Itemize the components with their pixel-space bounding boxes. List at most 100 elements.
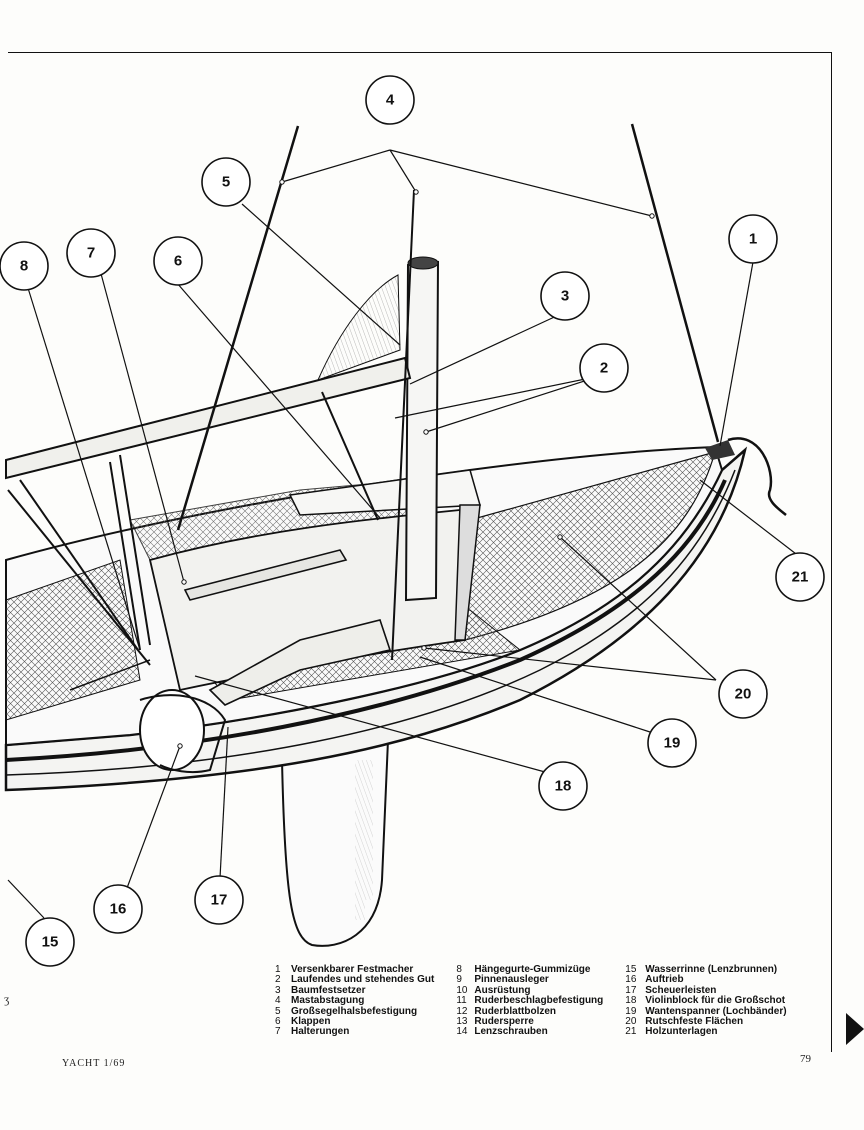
legend-item: 7 Halterungen <box>275 1026 434 1038</box>
legend-item-label: Hängegurte-Gummizüge <box>474 964 591 975</box>
legend-item: 10 Ausrüstung <box>456 984 603 996</box>
legend-item: 5 Großsegelhalsbefestigung <box>275 1005 434 1017</box>
legend-item: 3 Baumfestsetzer <box>275 984 434 996</box>
legend-item-label: Pinnenausleger <box>474 974 549 986</box>
legend-item-number: 15 <box>625 964 637 975</box>
legend-item-number: 12 <box>456 1005 468 1017</box>
legend-item: 12 Ruderblattbolzen <box>456 1005 603 1017</box>
callout-5: 5 <box>201 157 251 207</box>
legend-item-number: 21 <box>625 1026 637 1038</box>
svg-text:17: 17 <box>211 892 228 909</box>
frame-line-top <box>8 52 832 53</box>
hull-drawing <box>4 446 748 792</box>
legend-item-number: 3 <box>275 984 281 996</box>
svg-text:16: 16 <box>110 901 127 918</box>
legend-item-number: 5 <box>275 1005 281 1017</box>
legend-item-label: Mastabstagung <box>291 995 365 1007</box>
legend-item: 11 Ruderbeschlagbefestigung <box>456 995 604 1007</box>
svg-text:20: 20 <box>735 686 752 703</box>
callout-2: 2 <box>579 343 629 393</box>
legend-item-label: Rudersperre <box>474 1016 534 1028</box>
legend-item-label: Scheuerleisten <box>645 984 717 996</box>
legend-item-number: 6 <box>275 1016 281 1028</box>
footer-publication: YACHT 1/69 <box>62 1058 126 1069</box>
legend-item-label: Baumfestsetzer <box>291 984 366 996</box>
legend-item-label: Ruderblattbolzen <box>474 1005 557 1017</box>
legend-item-label: Ruderbeschlagbefestigung <box>474 995 604 1007</box>
deck-drawing <box>5 437 787 774</box>
boom-drawing <box>5 356 412 480</box>
svg-text:19: 19 <box>664 735 681 752</box>
legend-item-number: 19 <box>625 1005 637 1017</box>
legend-item-label: Ausrüstung <box>474 984 531 996</box>
svg-text:6: 6 <box>174 253 182 270</box>
legend-column: 1 Versenkbarer Festmacher 2 Laufendes und s… <box>275 964 435 1038</box>
callout-16: 16 <box>93 884 143 934</box>
rigging-drawing <box>7 123 720 691</box>
legend-item-label: Großsegelhalsbefestigung <box>291 1005 418 1017</box>
legend-item-number: 2 <box>275 974 281 986</box>
svg-text:18: 18 <box>555 778 572 795</box>
legend-item-number: 1 <box>275 964 281 975</box>
callout-8: 8 <box>0 241 49 291</box>
legend-item-number: 9 <box>456 974 462 986</box>
callout-3: 3 <box>540 271 590 321</box>
legend-item: 2 Laufendes und stehendes Gut <box>275 974 435 986</box>
legend-item: 9 Pinnenausleger <box>456 974 603 986</box>
edge-marker-arrow <box>846 1013 864 1045</box>
legend-item-number: 14 <box>456 1026 468 1038</box>
keel-drawing <box>280 738 390 947</box>
svg-text:4: 4 <box>386 92 395 109</box>
legend-item-number: 11 <box>456 995 467 1007</box>
legend-item: 4 Mastabstagung <box>275 995 434 1007</box>
legend-item-number: 4 <box>275 995 281 1007</box>
legend-item-label: Violinblock für die Großschot <box>645 995 786 1007</box>
legend-item-label: Laufendes und stehendes Gut <box>291 974 435 986</box>
callout-21: 21 <box>775 552 825 602</box>
legend-item: 15 Wasserrinne (Lenzbrunnen) <box>625 964 786 975</box>
callout-6: 6 <box>153 236 203 286</box>
svg-text:2: 2 <box>600 360 608 377</box>
legend-item-label: Halterungen <box>291 1026 350 1038</box>
frame-line-right <box>831 52 832 1052</box>
legend-item-number: 16 <box>625 974 637 986</box>
legend-item-label: Versenkbarer Festmacher <box>291 964 414 975</box>
svg-text:5: 5 <box>222 174 230 191</box>
svg-text:15: 15 <box>42 934 59 951</box>
svg-text:3: 3 <box>561 288 569 305</box>
legend-item: 1 Versenkbarer Festmacher <box>275 964 434 975</box>
legend-item-number: 10 <box>456 984 468 996</box>
callout-19: 19 <box>647 718 697 768</box>
legend-item-number: 13 <box>456 1016 468 1028</box>
callout-15: 15 <box>25 917 75 967</box>
svg-text:21: 21 <box>792 569 809 586</box>
legend-item-label: Holzunterlagen <box>645 1026 718 1038</box>
callout-17: 17 <box>194 875 244 925</box>
callout-7: 7 <box>66 228 116 278</box>
legend-item-label: Wasserrinne (Lenzbrunnen) <box>645 964 778 975</box>
leader-dots <box>177 179 655 749</box>
legend-item-number: 20 <box>625 1016 637 1028</box>
callout-1: 1 <box>728 214 778 264</box>
legend-item-number: 7 <box>275 1026 281 1038</box>
legend-item-label: Rutschfeste Flächen <box>645 1016 744 1028</box>
svg-text:8: 8 <box>20 258 28 275</box>
leader-lines <box>7 149 801 919</box>
legend-item: 20 Rutschfeste Flächen <box>625 1016 786 1028</box>
callout-20: 20 <box>718 669 768 719</box>
legend-column: 8 Hängegurte-Gummizüge 9 Pinnenausleger 10 Au… <box>456 964 604 1038</box>
page-number: 79 <box>800 1053 811 1065</box>
parts-legend: 1 Versenkbarer Festmacher 2 Laufendes und s… <box>275 964 820 1038</box>
legend-item-number: 18 <box>625 995 637 1007</box>
legend-item: 8 Hängegurte-Gummizüge <box>456 964 603 975</box>
legend-item-number: 8 <box>456 964 462 975</box>
legend-item: 13 Rudersperre <box>456 1016 603 1028</box>
